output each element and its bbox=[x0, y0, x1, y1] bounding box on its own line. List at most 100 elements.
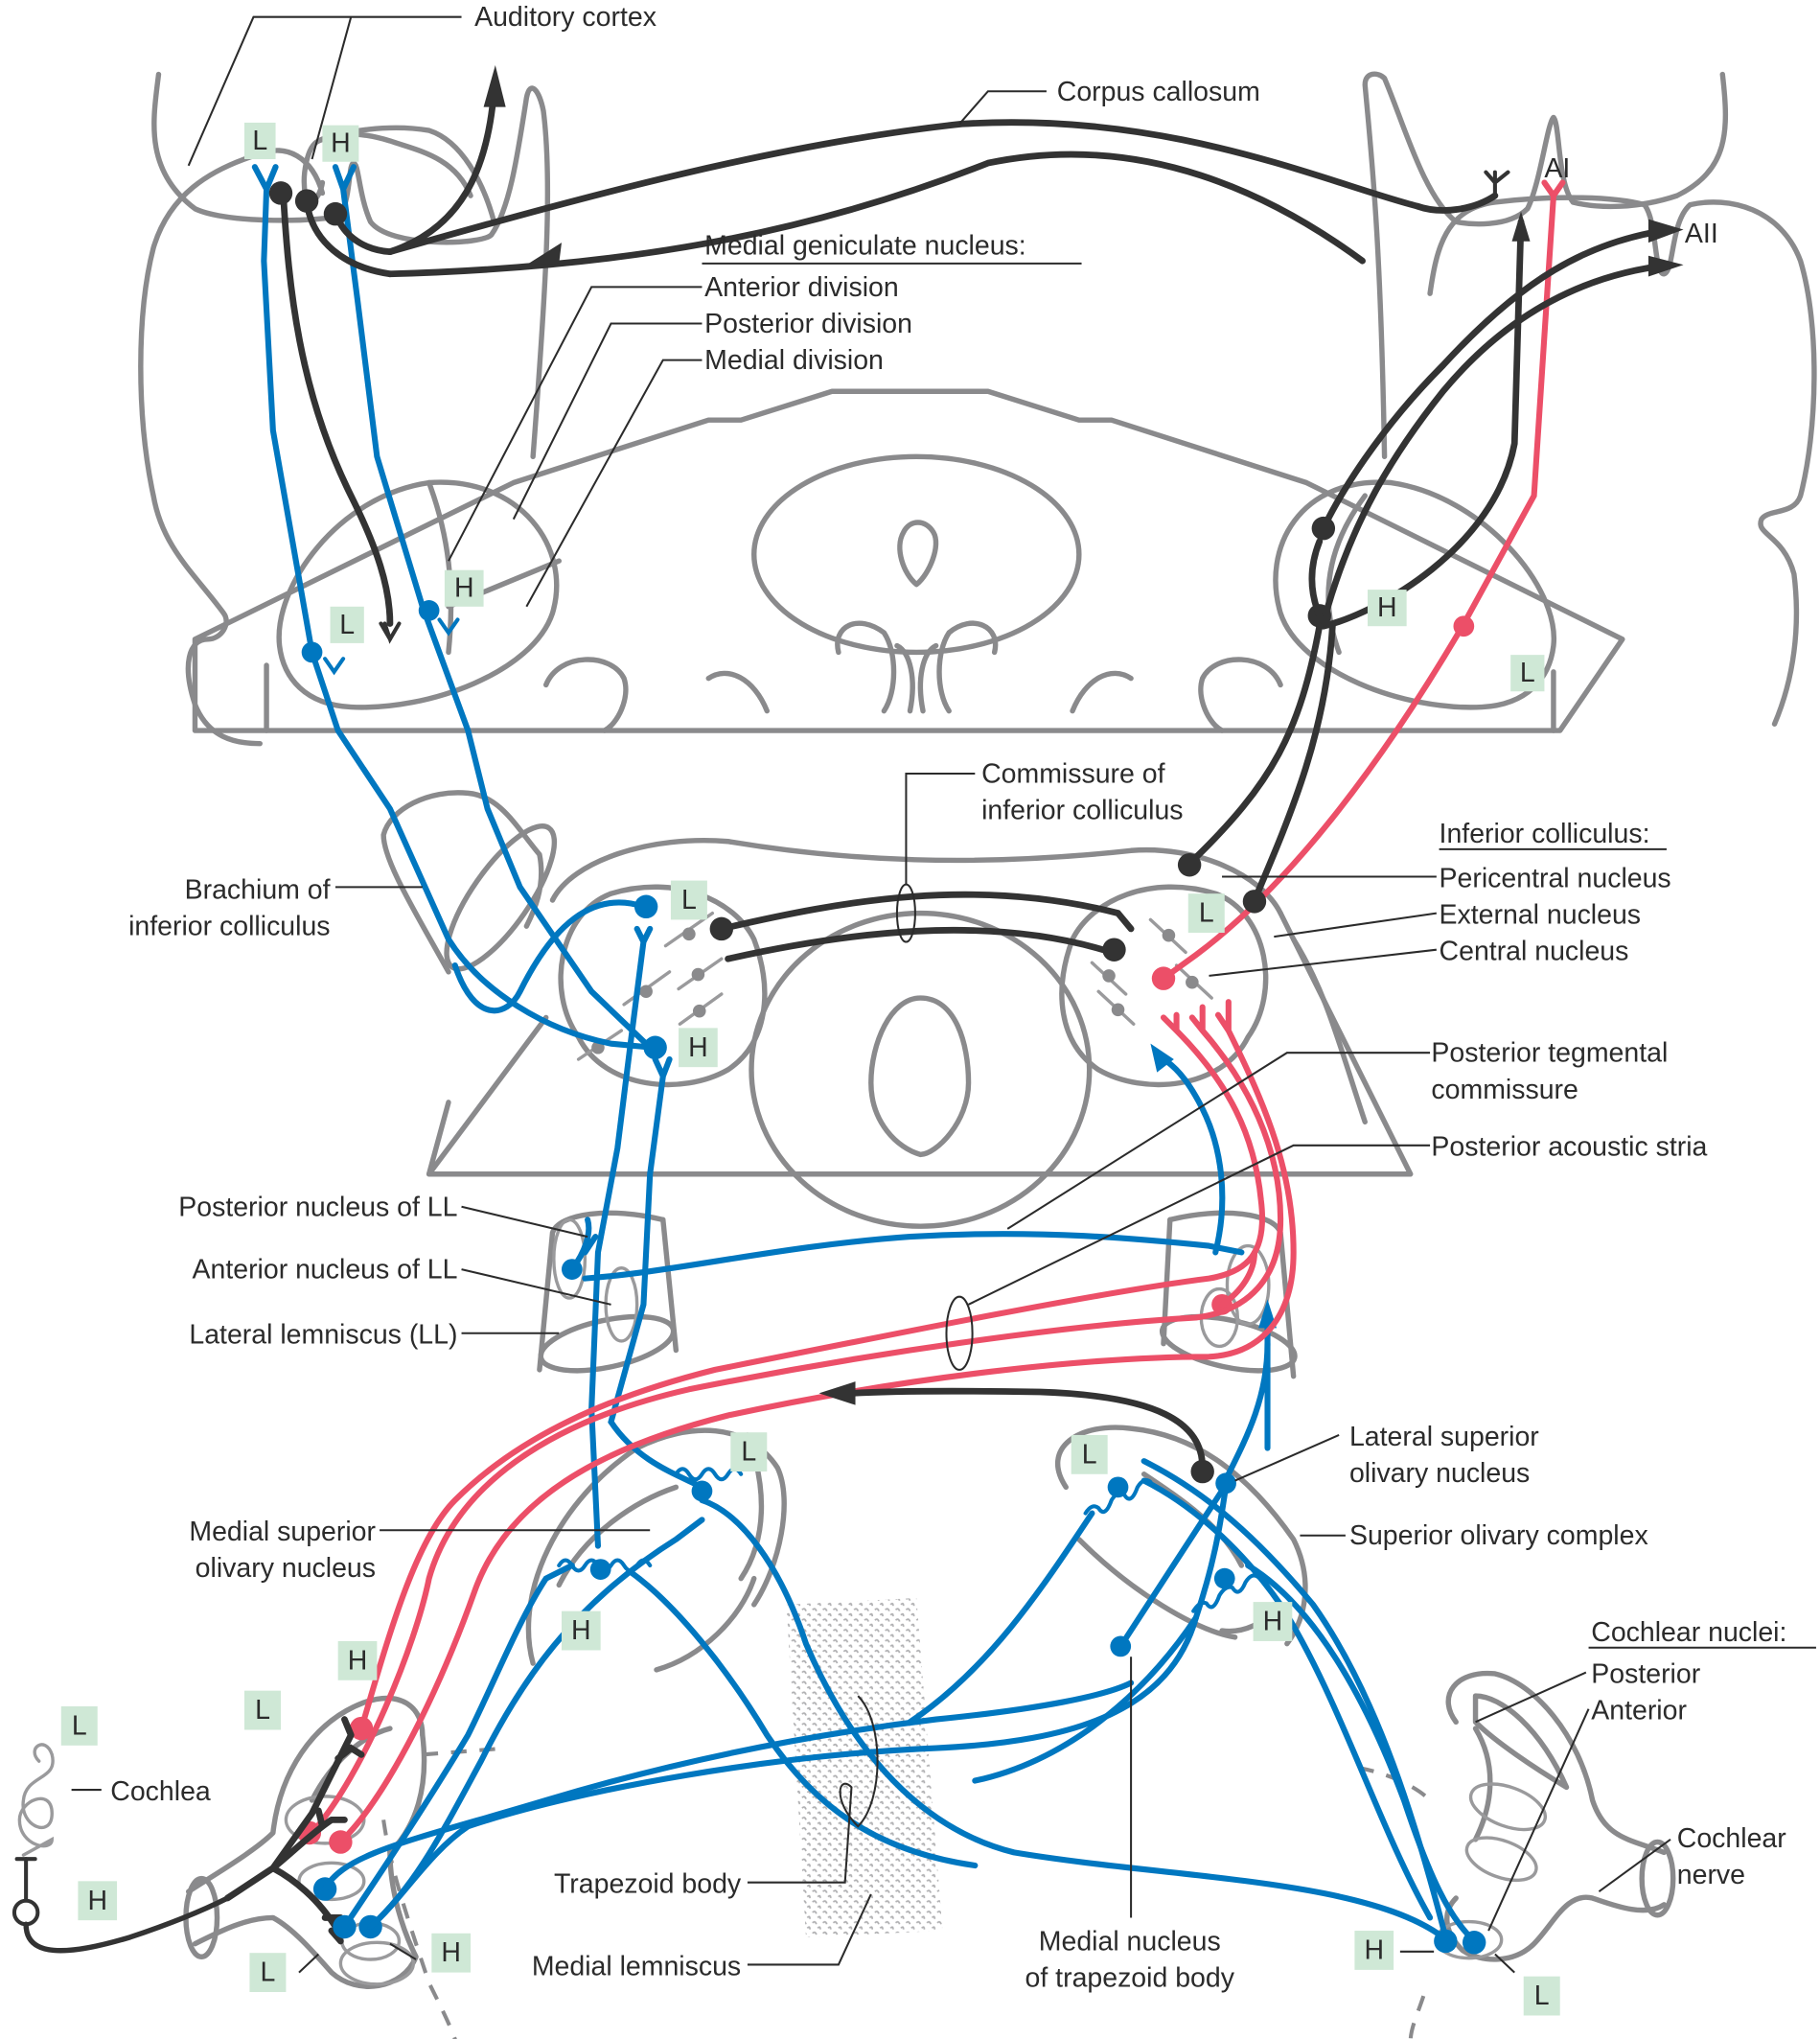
label-mgn-heading: Medial geniculate nucleus: bbox=[704, 230, 1026, 261]
svg-text:H: H bbox=[87, 1886, 107, 1916]
label-ic-central: Central nucleus bbox=[1440, 937, 1629, 967]
tag-low-ic-left: L bbox=[670, 880, 707, 920]
label-cochlear-nerve-2: nerve bbox=[1677, 1860, 1745, 1890]
tag-low-ic-right: L bbox=[1187, 893, 1225, 934]
svg-text:H: H bbox=[454, 573, 474, 604]
svg-text:L: L bbox=[741, 1437, 756, 1468]
tag-high-cn-left-bottom: H bbox=[431, 1933, 472, 1973]
label-ai: AI bbox=[1544, 153, 1570, 184]
label-lso-1: Lateral superior bbox=[1349, 1422, 1539, 1452]
tag-low-mgn-left: L bbox=[330, 606, 364, 643]
tag-low-mgn-right: L bbox=[1510, 655, 1545, 692]
label-aii: AII bbox=[1685, 219, 1718, 249]
left-cortex-neurons bbox=[251, 65, 656, 1051]
label-cochlear-nerve-1: Cochlear bbox=[1677, 1823, 1786, 1854]
left-ll-neurons bbox=[561, 1216, 1245, 1282]
svg-text:L: L bbox=[1520, 658, 1535, 688]
left-lateral-lemniscus-outline bbox=[537, 1210, 680, 1374]
label-post-nucleus-ll: Posterior nucleus of LL bbox=[178, 1192, 457, 1222]
tag-high-ic-left: H bbox=[679, 1028, 718, 1068]
text-labels: Auditory cortex Corpus callosum AI AII M… bbox=[110, 2, 1786, 1993]
svg-text:L: L bbox=[72, 1710, 87, 1741]
svg-text:L: L bbox=[255, 1695, 270, 1726]
tag-high-soc-right: H bbox=[1253, 1602, 1293, 1641]
svg-text:H: H bbox=[1377, 592, 1397, 623]
tag-low-cn-left-bottom: L bbox=[249, 1953, 287, 1993]
olivocochlear-descending-fiber bbox=[818, 1381, 1214, 1484]
label-mntb-2: of trapezoid body bbox=[1025, 1963, 1235, 1994]
label-commissure-ic-1: Commissure of bbox=[981, 758, 1164, 789]
tag-high-mgn-right: H bbox=[1367, 590, 1407, 627]
label-ant-nucleus-ll: Anterior nucleus of LL bbox=[193, 1255, 458, 1286]
svg-text:H: H bbox=[441, 1937, 461, 1968]
tag-high-soc-left: H bbox=[561, 1610, 601, 1651]
label-cn-heading: Cochlear nuclei: bbox=[1591, 1617, 1786, 1648]
label-ptc-1: Posterior tegmental bbox=[1431, 1038, 1668, 1069]
label-ic-external: External nucleus bbox=[1440, 899, 1641, 930]
label-mso-1: Medial superior bbox=[189, 1517, 376, 1547]
svg-text:H: H bbox=[1364, 1935, 1384, 1965]
right-cochlear-nucleus-outline bbox=[1358, 1670, 1676, 2039]
label-ic-pericentral: Pericentral nucleus bbox=[1440, 863, 1671, 893]
tag-high-cortex-left: H bbox=[322, 125, 359, 162]
right-cortex-outline bbox=[1362, 71, 1817, 727]
svg-text:L: L bbox=[339, 610, 355, 640]
tag-high-cn-left-top: H bbox=[337, 1640, 378, 1680]
label-mso-2: olivary nucleus bbox=[196, 1553, 376, 1584]
svg-text:H: H bbox=[331, 128, 351, 159]
tag-low-cn-right: L bbox=[1523, 1976, 1560, 2016]
svg-text:H: H bbox=[1263, 1607, 1283, 1637]
label-cn-posterior: Posterior bbox=[1591, 1658, 1700, 1689]
svg-text:H: H bbox=[688, 1032, 708, 1063]
tag-low-cortex-left: L bbox=[244, 122, 276, 160]
label-cochlea: Cochlea bbox=[110, 1776, 211, 1807]
left-cn-blue-outputs bbox=[312, 1471, 1232, 1939]
brachium-of-inferior-colliculus-outline bbox=[380, 790, 558, 975]
label-mntb-1: Medial nucleus bbox=[1039, 1926, 1221, 1957]
label-lso-2: olivary nucleus bbox=[1349, 1458, 1530, 1489]
ic-lamina-dots bbox=[576, 911, 1213, 1061]
svg-text:L: L bbox=[261, 1958, 276, 1988]
svg-text:L: L bbox=[1199, 898, 1214, 929]
soc-blue-neurons bbox=[557, 1458, 1486, 1955]
label-mgn-posterior: Posterior division bbox=[704, 309, 912, 339]
tag-high-cn-right: H bbox=[1354, 1931, 1394, 1970]
tag-high-cochlea: H bbox=[78, 1881, 118, 1921]
tag-high-mgn-left: H bbox=[444, 569, 484, 607]
right-cortex-neurons bbox=[1151, 179, 1684, 990]
label-soc: Superior olivary complex bbox=[1349, 1520, 1648, 1551]
svg-text:L: L bbox=[252, 126, 267, 156]
label-trapezoid-body: Trapezoid body bbox=[554, 1869, 742, 1900]
red-ipsilateral-bundle bbox=[297, 999, 1297, 1854]
label-commissure-ic-2: inferior colliculus bbox=[981, 796, 1183, 826]
label-corpus-callosum: Corpus callosum bbox=[1057, 77, 1260, 107]
label-brachium-1: Brachium of bbox=[185, 875, 331, 906]
left-cortex-outline bbox=[138, 71, 551, 747]
label-ptc-2: commissure bbox=[1431, 1075, 1578, 1105]
svg-text:L: L bbox=[681, 885, 697, 915]
tag-low-soc-right: L bbox=[1071, 1434, 1108, 1474]
tag-low-cochlea: L bbox=[60, 1705, 98, 1746]
label-auditory-cortex: Auditory cortex bbox=[474, 2, 657, 33]
label-ic-heading: Inferior colliculus: bbox=[1440, 819, 1650, 849]
label-mgn-medial: Medial division bbox=[704, 345, 884, 376]
svg-text:L: L bbox=[1534, 1981, 1550, 2011]
tag-low-cn-left-upper: L bbox=[244, 1690, 281, 1730]
frequency-tags: L H H L H L L H L L H L H H L L H L H H … bbox=[60, 122, 1560, 2016]
left-cochlear-nerve-fibers bbox=[223, 1716, 416, 1986]
label-pas: Posterior acoustic stria bbox=[1431, 1132, 1707, 1163]
label-medial-lemniscus: Medial lemniscus bbox=[532, 1951, 741, 1981]
label-brachium-2: inferior colliculus bbox=[128, 912, 330, 942]
corpus-callosum-fibers bbox=[386, 119, 1510, 278]
thalamic-section-outline bbox=[192, 388, 1625, 733]
svg-text:H: H bbox=[571, 1615, 591, 1646]
label-lateral-lemniscus: Lateral lemniscus (LL) bbox=[189, 1320, 457, 1351]
right-ascending-blue bbox=[1150, 1043, 1271, 1477]
tag-low-soc-left: L bbox=[730, 1432, 768, 1472]
label-cn-anterior: Anterior bbox=[1591, 1696, 1687, 1726]
leader-lines bbox=[71, 15, 1816, 1974]
svg-text:L: L bbox=[1082, 1439, 1097, 1470]
svg-text:H: H bbox=[348, 1645, 368, 1676]
cochlea-icon bbox=[12, 1743, 231, 1954]
